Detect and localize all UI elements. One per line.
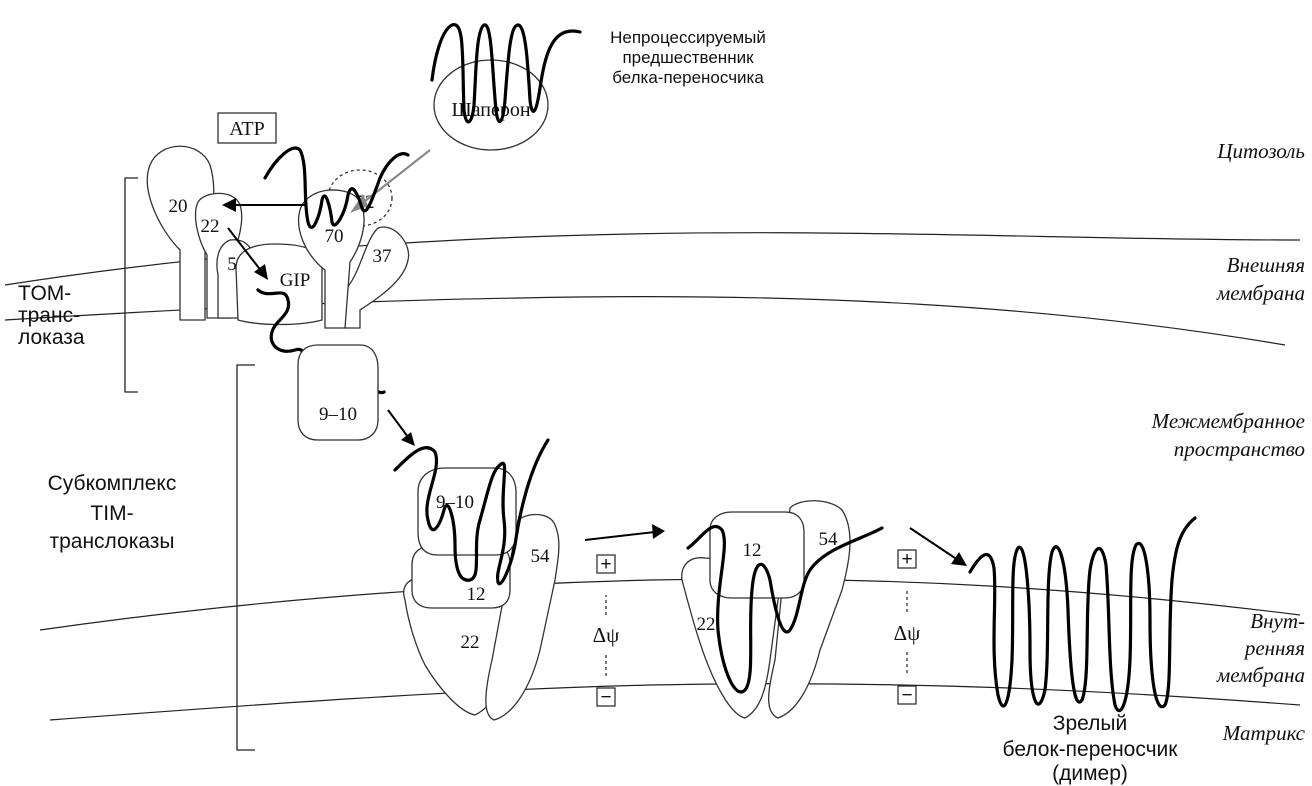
tom-bracket [125,178,138,392]
cytosol-label: Цитозоль [1216,139,1305,163]
arrow-to-tim-complex [388,410,408,437]
inner-membrane-label-line2: ренняя [1243,636,1305,660]
tom37-label: 37 [373,246,392,267]
tim12-label-1: 12 [467,584,486,605]
tom20-label: 20 [169,196,188,217]
tom-label-line3: локаза [18,326,85,349]
inner-membrane-label-line1: Внут- [1250,609,1305,633]
arrow-tim-insertion [585,532,655,540]
outer-membrane-label-line2: мембрана [1216,281,1305,305]
precursor-label-line3: белка-переносчика [612,68,764,87]
precursor-label-line2: предшественник [622,48,754,67]
delta-psi-2: Δψ [894,621,921,645]
inner-membrane-label-line3: мембрана [1216,663,1305,687]
tim-label-line2: TIM- [90,502,133,525]
arrowhead-to-tim-complex [401,432,415,446]
tim22-label-1: 22 [461,632,480,653]
tim-label-line1: Субкомплекс [48,472,177,495]
intermembrane-label-line2: пространство [1174,437,1305,461]
mature-protein-label-line1: Зрелый [1053,712,1127,735]
tim-bracket [237,365,255,750]
tim54-label-2: 54 [819,529,839,550]
minus-sign-1: − [600,687,611,708]
tim12-label-2: 12 [743,540,762,561]
mature-carrier-dimer [970,518,1195,711]
outer-membrane-label-line1: Внешняя [1227,253,1305,277]
tim9-10-ims-label: 9–10 [319,404,357,425]
tom70-label: 70 [325,226,344,247]
arrow-to-mature-protein [910,528,958,560]
tim9-10-complex-label: 9–10 [436,492,474,513]
matrix-label: Матрикс [1222,721,1306,745]
plus-sign-2: + [901,549,912,570]
delta-psi-1: Δψ [593,623,620,647]
tom22-label: 22 [201,216,220,237]
tom-label-line1: TOM- [18,282,71,305]
mature-protein-label-line3: (димер) [1052,762,1128,785]
tom-label-line2: транс- [18,304,80,327]
minus-sign-2: − [901,685,912,706]
plus-sign-1: + [600,554,611,575]
tim9-10-ims-subunit [298,345,378,440]
intermembrane-label-line1: Межмембранное [1151,409,1305,433]
tim-label-line3: транслоказы [49,530,174,553]
atp-label: ATP [229,118,265,140]
arrowhead-to-mature-protein [951,552,967,566]
tim22-label-2: 22 [697,614,716,635]
tom5-label: 5 [227,254,237,275]
arrowhead-tim-insertion [652,524,665,539]
gip-label: GIP [280,270,311,291]
tim54-label-1: 54 [531,546,551,567]
precursor-label-line1: Непроцессируемый [610,28,766,47]
inner-membrane-top-line [40,579,1300,630]
mature-protein-label-line2: белок-переносчик [1003,738,1179,761]
